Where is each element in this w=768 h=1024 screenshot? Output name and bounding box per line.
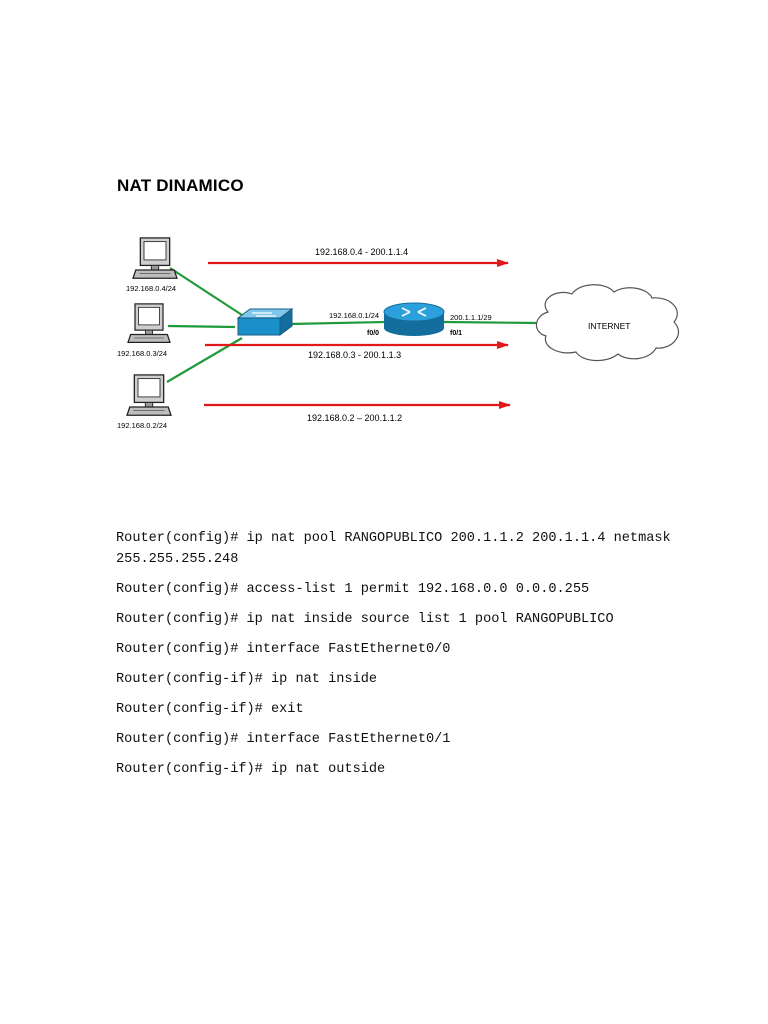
internet-cloud-icon [535, 284, 680, 362]
router-outside-interface: f0/1 [450, 330, 462, 337]
router-inside-ip: 192.168.0.1/24 [329, 311, 379, 320]
network-diagram: 192.168.0.4/24 192.168.0.3/24 192.168.0.… [117, 237, 680, 430]
nat-mapping-label: 192.168.0.4 - 200.1.1.4 [315, 247, 408, 257]
router-icon [383, 302, 445, 336]
router-outside-ip: 200.1.1.1/29 [450, 313, 492, 322]
host-ip-label: 192.168.0.2/24 [117, 421, 167, 430]
page-title: NAT DINAMICO [117, 176, 244, 195]
command-line: Router(config)# ip nat pool RANGOPUBLICO… [116, 531, 679, 567]
command-line: Router(config)# access-list 1 permit 192… [116, 581, 590, 597]
network-links [166, 267, 539, 383]
command-line: Router(config)# ip nat inside source lis… [116, 611, 614, 627]
command-list: Router(config)# ip nat pool RANGOPUBLICO… [116, 529, 716, 790]
nat-mapping-label: 192.168.0.2 – 200.1.1.2 [307, 413, 402, 423]
pc-icon [127, 303, 171, 344]
link-pc2-switch [167, 324, 236, 329]
nat-mapping-label: 192.168.0.3 - 200.1.1.3 [308, 350, 401, 360]
link-switch-router [289, 320, 385, 326]
command-line: Router(config-if)# exit [116, 701, 304, 717]
command-line: Router(config)# interface FastEthernet0/… [116, 731, 451, 747]
command-line: Router(config-if)# ip nat outside [116, 761, 386, 777]
pc-icon [132, 237, 178, 279]
switch-icon [236, 308, 294, 336]
command-line: Router(config)# interface FastEthernet0/… [116, 641, 451, 657]
pc-icon [126, 374, 172, 416]
router-inside-interface: f0/0 [367, 330, 379, 337]
command-line: Router(config-if)# ip nat inside [116, 671, 378, 687]
link-router-internet [443, 320, 539, 325]
link-pc1-switch [169, 267, 243, 316]
host-ip-label: 192.168.0.4/24 [126, 284, 176, 293]
host-ip-label: 192.168.0.3/24 [117, 349, 167, 358]
internet-label: INTERNET [588, 321, 631, 331]
